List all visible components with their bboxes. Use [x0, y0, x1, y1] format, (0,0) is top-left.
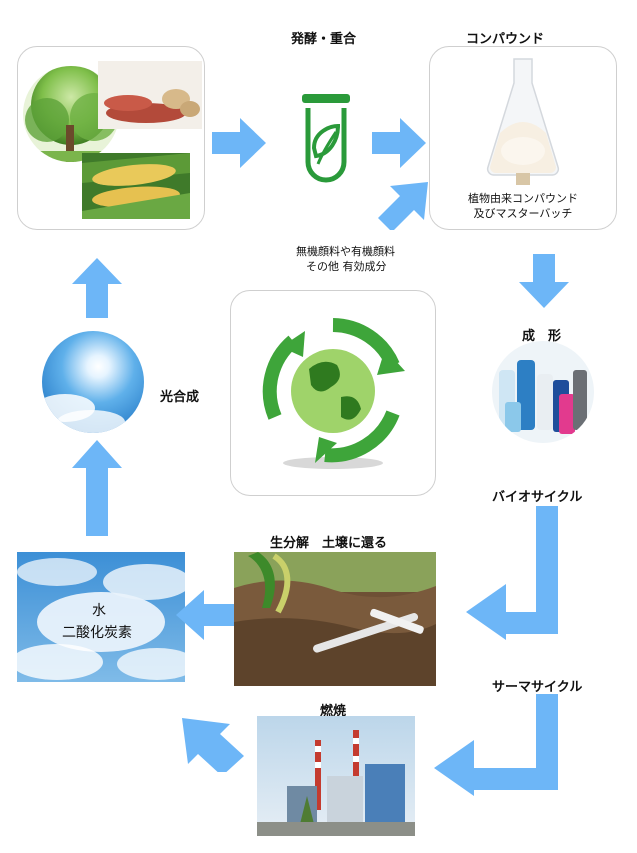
thermal-cycle-arrow	[434, 694, 558, 796]
arrow-left-1	[176, 590, 234, 640]
combustion-label: 燃焼	[320, 704, 347, 719]
sun-sky-image	[42, 331, 144, 433]
test-tube-leaf-icon	[302, 94, 350, 183]
thermal-cycle-label: サーマサイクル	[492, 680, 583, 695]
photosynthesis-label: 光合成	[160, 390, 200, 405]
water-label: 水	[92, 603, 106, 619]
bottles-image	[492, 341, 594, 443]
incineration-plant-image	[257, 716, 415, 836]
compound-box: 植物由来コンパウンド 及びマスターバッチ	[429, 46, 617, 230]
additives-caption-2: その他 有効成分	[306, 260, 387, 273]
biodegradation-label: 生分解 土壌に還る	[270, 536, 388, 551]
bio-cycle-arrow	[466, 506, 558, 640]
compound-label: コンパウンド	[466, 32, 545, 47]
bio-cycle-label: バイオサイクル	[492, 490, 583, 505]
additives-caption-1: 無機顔料や有機顔料	[296, 245, 395, 258]
sky-clouds-image	[17, 552, 185, 682]
powder-flask-image	[486, 58, 560, 185]
arrow-diagonal	[378, 182, 428, 230]
sweet-potato-image	[98, 61, 202, 129]
arrow-down-1	[519, 254, 569, 308]
compound-caption-1: 植物由来コンパウンド	[468, 192, 578, 205]
plant-materials-box	[17, 46, 205, 230]
arrow-right-2	[372, 118, 426, 168]
recycle-globe-box	[230, 290, 436, 496]
arrow-diagonal-up-left	[182, 718, 244, 772]
arrow-right-1	[212, 118, 266, 168]
corn-image	[82, 153, 190, 219]
arrow-up-2	[72, 440, 122, 536]
compound-caption-2: 及びマスターバッチ	[473, 207, 573, 220]
co2-label: 二酸化炭素	[62, 625, 132, 641]
arrow-up-1	[72, 258, 122, 318]
molding-label: 成 形	[522, 329, 562, 344]
fermentation-label: 発酵・重合	[291, 32, 357, 47]
recycle-globe-icon	[262, 318, 405, 469]
soil-seedling-image	[234, 552, 436, 686]
